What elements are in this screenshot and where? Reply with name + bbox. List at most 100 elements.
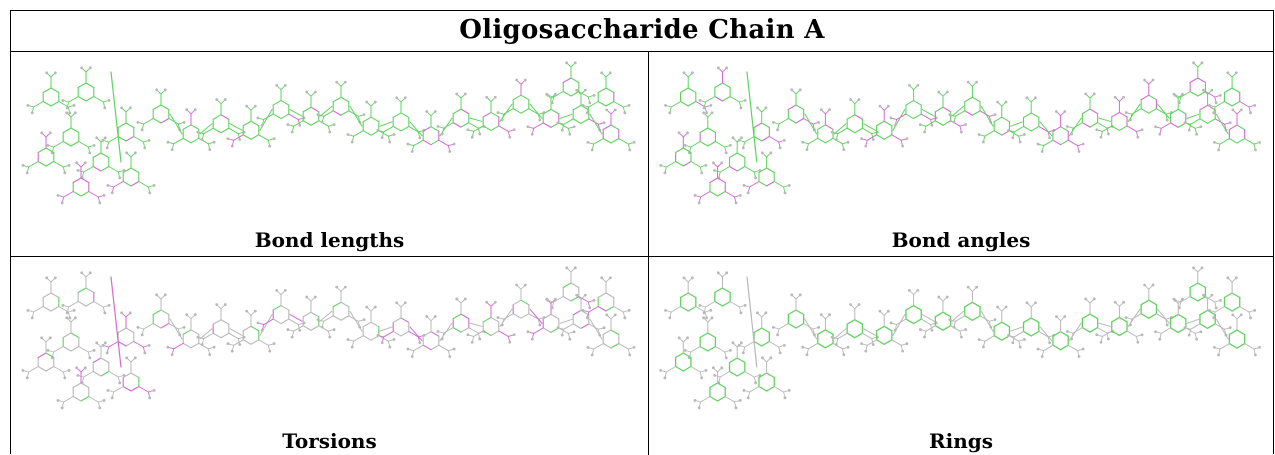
atom (1124, 111, 1128, 114)
molecule-torsions (21, 266, 636, 410)
atom (937, 90, 941, 94)
atom (1177, 101, 1181, 105)
bond (993, 116, 1003, 123)
atom (362, 113, 366, 117)
bond (319, 310, 333, 322)
bond (964, 301, 974, 308)
atom (741, 146, 745, 150)
bond (804, 113, 818, 135)
bond (50, 87, 60, 94)
bond (984, 130, 995, 137)
bond (1231, 305, 1241, 312)
atom (455, 92, 459, 96)
panel-bond-angles: Bond angles (649, 52, 1273, 256)
atom (760, 151, 764, 155)
bond (1223, 87, 1233, 94)
bond (289, 314, 303, 322)
atom (223, 303, 227, 306)
atom (1004, 100, 1008, 104)
bond (1140, 299, 1150, 306)
bond (152, 104, 162, 111)
bond (1098, 117, 1112, 122)
bond (117, 135, 127, 142)
bond (122, 385, 132, 392)
atom (1018, 345, 1022, 349)
atom (106, 388, 110, 392)
bond (593, 138, 604, 145)
atom (107, 303, 111, 307)
atom (335, 285, 339, 289)
atom (700, 171, 704, 175)
atom (530, 337, 534, 341)
atom (889, 116, 893, 120)
bond (250, 325, 260, 332)
atom (693, 193, 697, 197)
atom (1183, 121, 1187, 125)
atom (305, 295, 309, 299)
bond (705, 96, 716, 103)
atom (46, 348, 50, 352)
atom (256, 321, 260, 325)
bond (212, 332, 222, 339)
atom (705, 111, 709, 115)
bond (332, 315, 342, 321)
atom (193, 313, 197, 317)
bond (588, 323, 599, 330)
bond (717, 177, 726, 184)
bond (220, 127, 230, 134)
atom (65, 106, 69, 110)
bond (233, 339, 244, 346)
atom (664, 308, 667, 312)
bond (866, 339, 878, 346)
bond (1081, 122, 1091, 128)
atom (67, 368, 71, 372)
bond (1118, 316, 1128, 323)
bond (670, 101, 682, 108)
bond (854, 319, 864, 325)
bond (729, 301, 740, 308)
bond (971, 315, 981, 321)
atom (452, 142, 456, 146)
atom (683, 348, 687, 352)
atom (960, 130, 963, 134)
atom (512, 128, 516, 132)
bond (699, 345, 709, 352)
atom (118, 381, 122, 385)
atom (916, 288, 920, 292)
atom (182, 120, 186, 124)
atom (103, 311, 107, 315)
atom (720, 366, 724, 370)
bond (984, 335, 995, 342)
atom (148, 396, 152, 400)
atom (581, 103, 585, 107)
bond (1030, 317, 1040, 324)
atom (226, 342, 230, 346)
atom (102, 398, 106, 402)
bond (883, 325, 893, 332)
figure-title: Oligosaccharide Chain A (459, 15, 825, 45)
bond (993, 335, 1003, 341)
atom (73, 316, 77, 320)
bond (675, 147, 684, 154)
bond (905, 318, 915, 325)
bond (979, 110, 990, 117)
bond (452, 122, 462, 128)
bond (263, 113, 274, 121)
atom (754, 381, 758, 385)
atom (776, 333, 779, 337)
atom (346, 133, 350, 136)
bond (422, 139, 432, 146)
bond (413, 344, 424, 352)
molecule-bond-lengths (21, 61, 636, 205)
atom (878, 104, 882, 108)
atom (275, 83, 279, 87)
bond (787, 104, 797, 111)
atom (95, 341, 99, 345)
bond (28, 161, 39, 168)
bond (349, 310, 363, 332)
atom (212, 345, 216, 349)
bond (409, 121, 423, 137)
atom (328, 130, 332, 134)
atom (283, 83, 287, 87)
bond (190, 137, 200, 144)
